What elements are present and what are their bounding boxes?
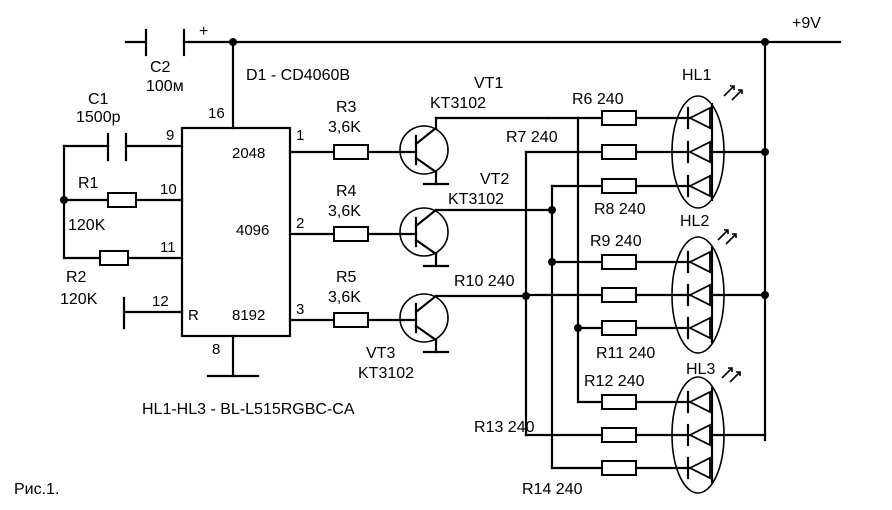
vt3-type: KT3102 — [358, 365, 414, 382]
r12-label: R12 240 — [584, 373, 645, 390]
r5-value: 3,6K — [328, 289, 361, 306]
resistor-r4 — [333, 226, 369, 242]
vt1-type: KT3102 — [430, 95, 486, 112]
vt2-name: VT2 — [480, 171, 509, 188]
r1-value: 120K — [68, 217, 106, 234]
hl3-label: HL3 — [686, 361, 715, 378]
r6-label: R6 240 — [572, 91, 624, 108]
figure-caption: Рис.1. — [14, 481, 59, 498]
resistor-r2 — [99, 250, 129, 266]
collector-buses — [522, 116, 604, 470]
transistor-vt3 — [399, 293, 528, 354]
resistor-r10 — [601, 287, 637, 303]
pin-1-label: 1 — [296, 127, 304, 144]
c2-plus-sign: + — [199, 23, 208, 40]
r7-label: R7 240 — [506, 129, 558, 146]
resistor-r7 — [601, 144, 637, 160]
r2-name: R2 — [66, 269, 87, 286]
pin-8-label: 8 — [212, 341, 220, 358]
r5-name: R5 — [336, 269, 357, 286]
vt3-name: VT3 — [366, 345, 395, 362]
pin-9-label: 9 — [166, 127, 174, 144]
c2-name: C2 — [150, 59, 171, 76]
resistor-r3 — [333, 144, 369, 160]
ic-d1-body — [180, 126, 292, 338]
resistor-r6 — [601, 110, 637, 126]
pin-10-label: 10 — [160, 181, 177, 198]
transistor-vt2 — [399, 207, 554, 268]
r4-value: 3,6K — [328, 203, 361, 220]
c1-value: 1500p — [76, 109, 121, 126]
vt2-type: KT3102 — [448, 191, 504, 208]
r3-name: R3 — [336, 99, 357, 116]
r3-value: 3,6K — [328, 119, 361, 136]
pin-16-label: 16 — [208, 105, 225, 122]
pin-2-label: 2 — [296, 215, 304, 232]
capacitor-c2 — [124, 28, 192, 57]
resistor-r9 — [601, 254, 637, 270]
resistor-r13 — [601, 427, 637, 443]
c1-name: C1 — [88, 91, 109, 108]
output-8192-label: 8192 — [232, 307, 265, 324]
hl2-label: HL2 — [680, 213, 709, 230]
led-resistors — [601, 110, 692, 476]
led-hl2 — [671, 229, 769, 354]
pin-3-label: 3 — [296, 301, 304, 318]
pin-12-label: 12 — [152, 293, 169, 310]
base-wires — [288, 150, 404, 322]
ic-title: D1 - CD4060B — [246, 67, 350, 84]
supply-label: +9V — [792, 15, 821, 32]
r9-label: R9 240 — [590, 233, 642, 250]
r11-label: R11 240 — [596, 345, 655, 362]
oscillator-wires — [60, 144, 184, 330]
led-hl1 — [671, 85, 769, 209]
resistor-r12 — [601, 394, 637, 410]
reset-pin-label: R — [188, 307, 199, 324]
led-hl3 — [671, 367, 767, 494]
r2-value: 120K — [60, 291, 98, 308]
resistor-r8 — [601, 178, 637, 194]
output-4096-label: 4096 — [236, 222, 269, 239]
hl1-label: HL1 — [682, 67, 711, 84]
transistor-vt1 — [399, 116, 550, 186]
pin-11-label: 11 — [160, 239, 176, 256]
r4-name: R4 — [336, 183, 357, 200]
r8-label: R8 240 — [594, 201, 646, 218]
output-2048-label: 2048 — [232, 145, 265, 162]
capacitor-c1 — [106, 132, 128, 162]
r13-label: R13 240 — [474, 419, 535, 436]
led-type-note: HL1-HL3 - BL-L515RGBC-CA — [142, 401, 355, 418]
r1-name: R1 — [78, 175, 99, 192]
resistor-r1 — [107, 192, 137, 208]
resistor-r11 — [601, 320, 637, 336]
r10-label: R10 240 — [454, 273, 515, 290]
vt1-name: VT1 — [474, 75, 503, 92]
resistor-r14 — [601, 460, 637, 476]
r14-label: R14 240 — [522, 481, 583, 498]
resistor-r5 — [333, 312, 369, 328]
c2-value: 100м — [146, 78, 184, 95]
